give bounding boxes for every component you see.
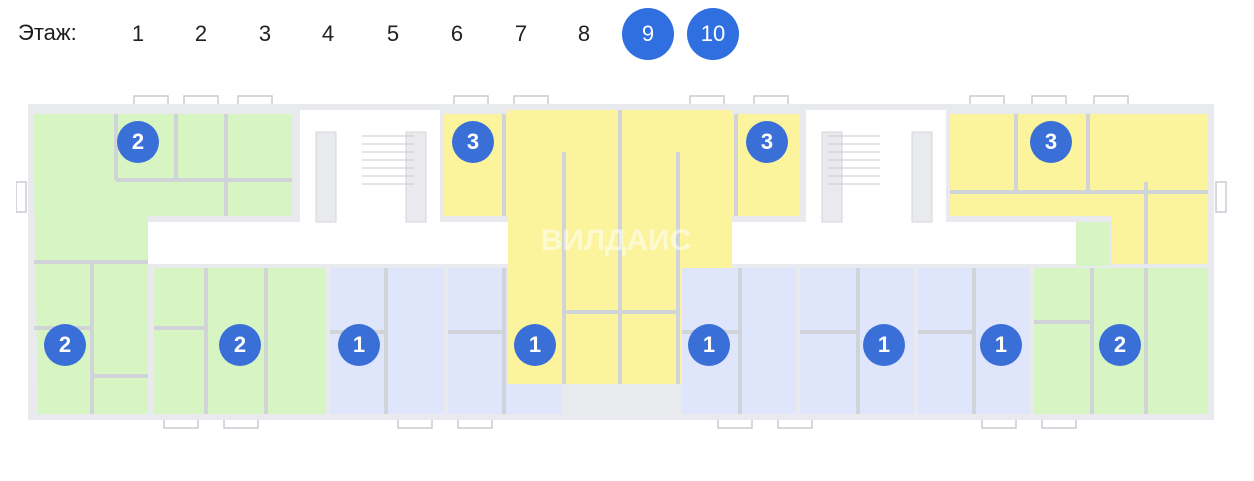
floor-button-2[interactable]: 2 [194, 21, 208, 46]
stairs [315, 131, 933, 223]
interior-walls [34, 110, 1208, 414]
rooms-badge[interactable]: 2 [44, 324, 86, 366]
rooms-badge[interactable]: 2 [117, 121, 159, 163]
floor-button-7[interactable]: 7 [514, 21, 528, 46]
floor-selector: Этаж: 1 2 3 4 5 6 7 8 9 10 [0, 0, 1254, 66]
floor-label: Этаж: [18, 20, 77, 45]
windows-top [133, 95, 1129, 107]
floor-button-1[interactable]: 1 [131, 21, 145, 46]
floor-button-4[interactable]: 4 [321, 21, 335, 46]
floor-button-8[interactable]: 8 [577, 21, 591, 46]
floor-button-9[interactable]: 9 [622, 8, 674, 60]
rooms-badge[interactable]: 3 [1030, 121, 1072, 163]
floor-button-3[interactable]: 3 [258, 21, 272, 46]
floor-button-10[interactable]: 10 [687, 8, 739, 60]
stair-steps [362, 135, 880, 185]
rooms-badge[interactable]: 1 [980, 324, 1022, 366]
floor-button-5[interactable]: 5 [386, 21, 400, 46]
rooms-badge[interactable]: 1 [514, 324, 556, 366]
rooms-badge[interactable]: 3 [452, 121, 494, 163]
rooms-badge[interactable]: 1 [863, 324, 905, 366]
watermark-text: ВИЛДАИС [541, 224, 692, 257]
rooms-badge[interactable]: 1 [338, 324, 380, 366]
rooms-badge[interactable]: 1 [688, 324, 730, 366]
rooms-badge[interactable]: 2 [1099, 324, 1141, 366]
rooms-badge[interactable]: 2 [219, 324, 261, 366]
rooms-badge[interactable]: 3 [746, 121, 788, 163]
floor-button-6[interactable]: 6 [450, 21, 464, 46]
